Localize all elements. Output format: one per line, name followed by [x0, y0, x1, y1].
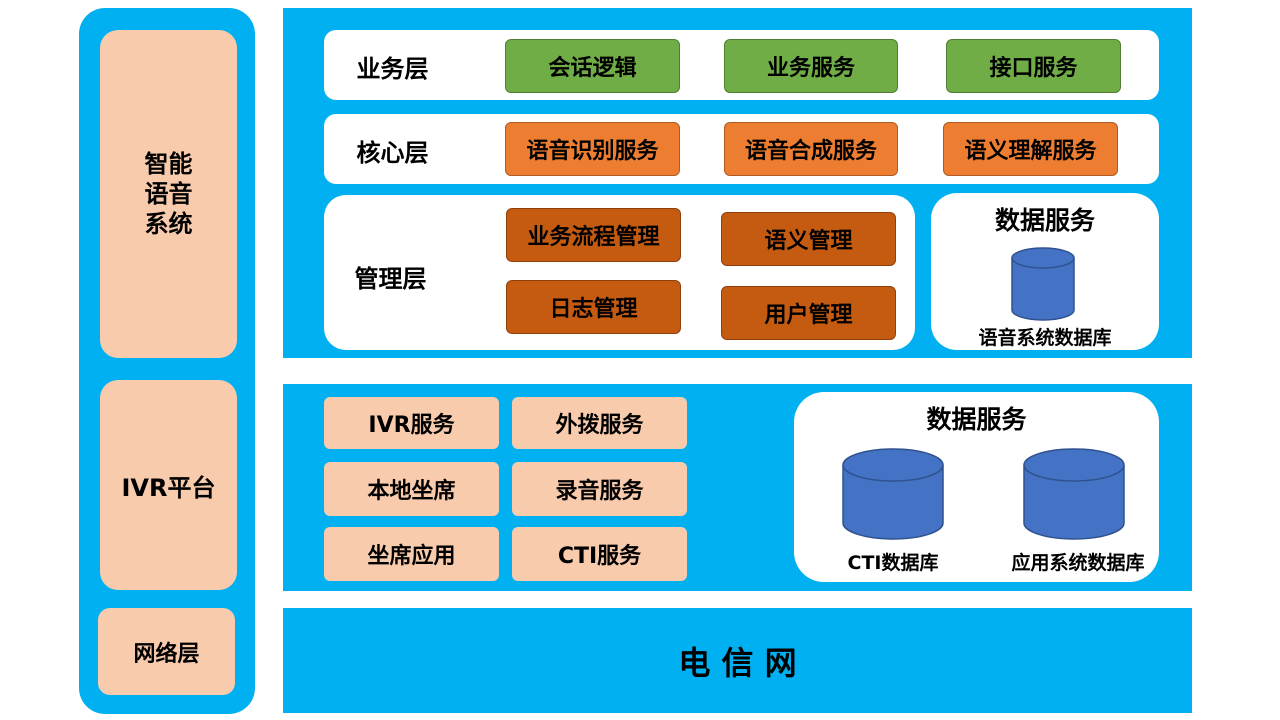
semantic-management-box: 语义管理	[721, 212, 896, 266]
recording-service-box: 录音服务	[512, 462, 687, 516]
session-logic-box: 会话逻辑	[505, 39, 680, 93]
cti-database-label: CTI数据库	[847, 551, 939, 574]
smart-voice-system-box: 智能 语音 系统	[100, 30, 237, 358]
business-process-management-box: 业务流程管理	[506, 208, 681, 262]
speech-recognition-box: 语音识别服务	[505, 122, 680, 176]
ivr-platform-box: IVR平台	[100, 380, 237, 590]
outbound-service-box: 外拨服务	[512, 397, 687, 449]
log-management-box: 日志管理	[506, 280, 681, 334]
business-layer-label: 业务层	[356, 54, 429, 83]
cti-database-icon	[842, 448, 944, 540]
telecom-network-panel: 电 信 网	[283, 608, 1192, 713]
application-system-database-icon	[1023, 448, 1125, 540]
voice-system-database-label: 语音系统数据库	[978, 326, 1112, 349]
voice-system-database-icon	[1011, 247, 1075, 321]
agent-application-box: 坐席应用	[324, 527, 499, 581]
data-service-bottom-title: 数据服务	[926, 405, 1027, 434]
ivr-service-box: IVR服务	[324, 397, 499, 449]
local-agent-box: 本地坐席	[324, 462, 499, 516]
user-management-box: 用户管理	[721, 286, 896, 340]
speech-synthesis-box: 语音合成服务	[724, 122, 898, 176]
data-service-top-title: 数据服务	[994, 206, 1095, 235]
interface-service-box: 接口服务	[946, 39, 1121, 93]
network-layer-box: 网络层	[98, 608, 235, 695]
cti-service-box: CTI服务	[512, 527, 687, 581]
telecom-network-label: 电 信 网	[678, 643, 797, 682]
semantic-understanding-box: 语义理解服务	[943, 122, 1118, 176]
application-system-database-label: 应用系统数据库	[1011, 551, 1145, 574]
core-layer-label: 核心层	[356, 138, 429, 167]
business-service-box: 业务服务	[724, 39, 898, 93]
management-layer-label: 管理层	[354, 264, 427, 293]
